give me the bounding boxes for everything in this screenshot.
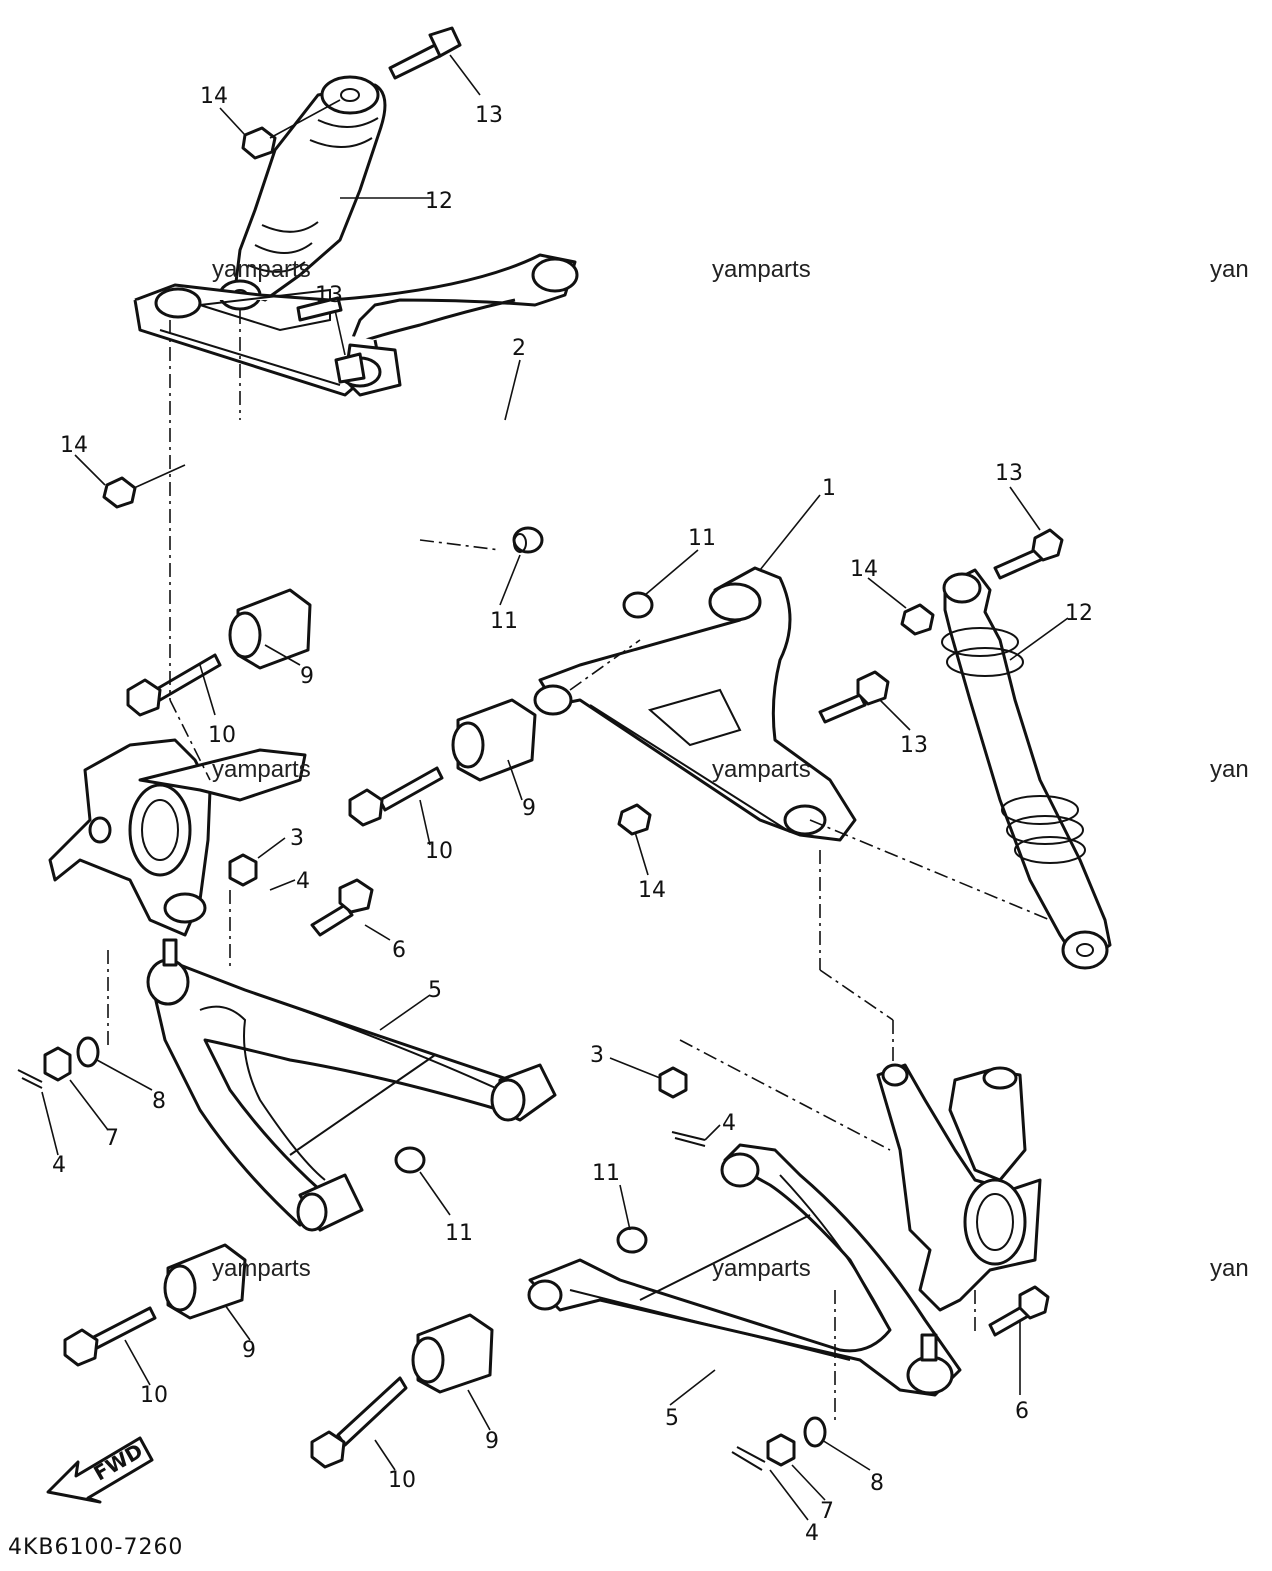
nut-14-arm-left xyxy=(102,464,186,509)
callout-12: 12 xyxy=(425,189,453,214)
bolt-13-shock-right xyxy=(993,528,1064,580)
lower-arm-left xyxy=(146,938,557,1232)
collar-11-right xyxy=(622,591,654,619)
nut-14-top xyxy=(241,99,341,160)
nut-3-left xyxy=(228,853,258,887)
cotter-pin-4-left xyxy=(17,1069,43,1089)
forward-direction-arrow: FWD xyxy=(40,1420,170,1510)
shock-absorber-right xyxy=(941,568,1112,970)
castle-nut-7-right xyxy=(766,1433,796,1467)
collar-11-left xyxy=(512,526,544,554)
bolt-6-left xyxy=(310,878,374,937)
watermark: yamparts xyxy=(212,256,311,283)
callout-numbers: 1 2 3 3 4 4 4 4 5 5 6 6 7 7 8 8 9 9 9 9 … xyxy=(52,84,1093,1546)
callout-13: 13 xyxy=(995,461,1023,486)
bolt-6-right xyxy=(988,1285,1050,1337)
callout-10: 10 xyxy=(388,1468,416,1493)
callout-11: 11 xyxy=(490,609,518,634)
callout-11: 11 xyxy=(592,1161,620,1186)
arrow-icon xyxy=(46,1436,154,1504)
callout-10: 10 xyxy=(208,723,236,748)
cotter-pin-4-right-bottom xyxy=(731,1446,766,1471)
callout-3: 3 xyxy=(590,1043,604,1068)
castle-nut-7-left xyxy=(43,1046,72,1082)
callout-14: 14 xyxy=(60,433,88,458)
callout-13: 13 xyxy=(475,103,503,128)
callout-9: 9 xyxy=(242,1338,256,1363)
bushing-9-lower-left xyxy=(163,1243,247,1320)
callout-14: 14 xyxy=(200,84,228,109)
callout-5: 5 xyxy=(665,1406,679,1431)
callout-3: 3 xyxy=(290,826,304,851)
callout-6: 6 xyxy=(392,938,406,963)
alignment-lines xyxy=(107,310,1051,1420)
callout-1: 1 xyxy=(822,476,836,501)
callout-4: 4 xyxy=(722,1111,736,1136)
callout-4: 4 xyxy=(805,1521,819,1546)
callout-6: 6 xyxy=(1015,1399,1029,1424)
callout-4: 4 xyxy=(296,869,310,894)
watermark: yamparts xyxy=(212,1255,311,1282)
callout-7: 7 xyxy=(105,1126,119,1151)
watermark: yamparts xyxy=(712,256,811,283)
callout-14: 14 xyxy=(850,557,878,582)
cotter-pin-4-right-top xyxy=(671,1131,706,1147)
watermark: yan xyxy=(1210,1255,1249,1282)
leader-lines xyxy=(41,54,1069,1521)
lower-arm-right xyxy=(527,1143,962,1397)
callout-9: 9 xyxy=(300,664,314,689)
callout-2: 2 xyxy=(512,336,526,361)
bolt-10-upper-right xyxy=(348,766,444,827)
watermark: yamparts xyxy=(212,756,311,783)
callout-13: 13 xyxy=(900,733,928,758)
callout-12: 12 xyxy=(1065,601,1093,626)
washer-8-left xyxy=(76,1036,100,1068)
bushing-9-lower-right xyxy=(411,1313,494,1394)
watermark: yan xyxy=(1210,756,1249,783)
callout-5: 5 xyxy=(428,978,442,1003)
callout-14: 14 xyxy=(638,878,666,903)
nut-14-arm-right xyxy=(617,803,652,836)
steering-knuckle-left xyxy=(48,738,307,937)
upper-arm-right xyxy=(533,566,857,842)
callout-11: 11 xyxy=(445,1221,473,1246)
collar-11-lower-left xyxy=(394,1146,426,1174)
washer-8-right xyxy=(803,1416,827,1448)
callout-10: 10 xyxy=(140,1383,168,1408)
steering-knuckle-right xyxy=(876,1063,1042,1312)
bolt-10-lower-left xyxy=(63,1306,157,1367)
bolt-10-lower-right xyxy=(310,1376,408,1469)
bushing-9-upper-right xyxy=(451,698,537,782)
watermark: yamparts xyxy=(712,756,811,783)
callout-7: 7 xyxy=(820,1499,834,1524)
nut-14-shock-right xyxy=(900,603,935,636)
bolt-13-top xyxy=(388,26,462,80)
callout-11: 11 xyxy=(688,526,716,551)
callout-13: 13 xyxy=(315,283,343,308)
watermark: yan xyxy=(1210,256,1249,283)
nut-3-right xyxy=(658,1066,688,1099)
callout-9: 9 xyxy=(485,1429,499,1454)
callout-9: 9 xyxy=(522,796,536,821)
callout-4: 4 xyxy=(52,1153,66,1178)
watermark: yamparts xyxy=(712,1255,811,1282)
collar-11-lower-right xyxy=(616,1226,648,1254)
bolt-10-upper-left xyxy=(126,653,222,717)
bolt-13-arm-right xyxy=(818,670,890,724)
bolt-13-arm-left xyxy=(296,296,366,384)
callout-8: 8 xyxy=(870,1471,884,1496)
callout-10: 10 xyxy=(425,839,453,864)
bushing-9-upper-left xyxy=(228,588,312,670)
diagram-part-code: 4KB6100-7260 xyxy=(8,1535,184,1560)
callout-8: 8 xyxy=(152,1089,166,1114)
